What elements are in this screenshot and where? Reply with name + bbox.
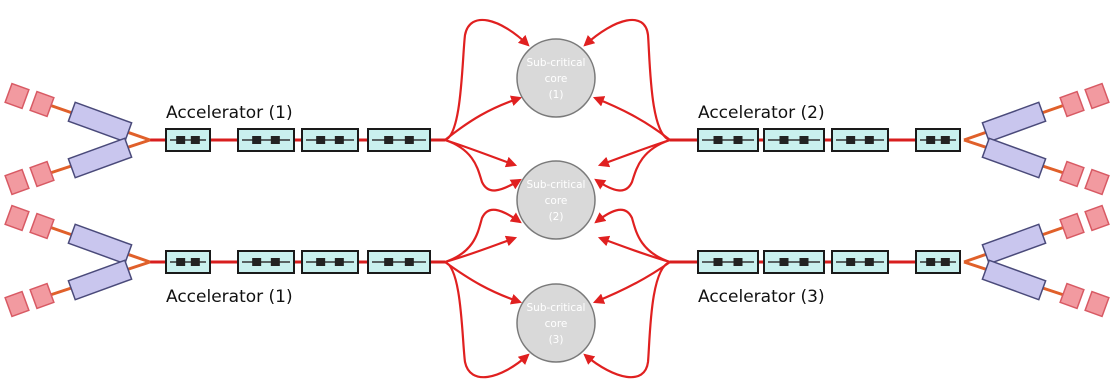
lebt-magnet (981, 101, 1047, 143)
core-label-line1: Sub-critical (527, 179, 586, 191)
ion-source (4, 204, 30, 232)
transfer-arrow (597, 138, 671, 168)
ion-source (1059, 282, 1085, 310)
core-label-line2: core (545, 195, 568, 207)
ion-source (1084, 290, 1110, 318)
cavity-cell (334, 136, 344, 144)
cavity-cell (713, 136, 723, 144)
cavity-cell (384, 136, 394, 144)
accelerator-label-upper-left: Accelerator (1) (166, 103, 293, 123)
lebt-magnet (67, 137, 133, 179)
cavity-cell (252, 136, 262, 144)
cavity-cell (733, 136, 743, 144)
cavity-cell (779, 258, 789, 266)
lebt-magnet (67, 259, 133, 301)
cavity-cell (940, 136, 950, 144)
transfer-arrow (444, 95, 523, 141)
cavity-cell (252, 258, 262, 266)
cavity-cell (316, 136, 326, 144)
injector-left-lower (4, 204, 151, 318)
cavity-cell (176, 136, 186, 144)
transfer-arrow (594, 138, 671, 192)
cavity-cell (270, 258, 280, 266)
transfer-arrow (583, 260, 671, 379)
accelerator-label-upper-right: Accelerator (2) (698, 103, 825, 123)
subcritical-core-1: Sub-critical core (1) (516, 38, 596, 118)
transfer-arrow (444, 208, 522, 264)
ion-source (4, 82, 30, 110)
ion-source (1059, 212, 1085, 240)
core-label-line2: core (545, 318, 568, 330)
cavity-cell (190, 258, 200, 266)
ion-source (4, 290, 30, 318)
core-label-line3: (1) (549, 89, 564, 101)
cavity-cell (190, 136, 200, 144)
cavity-cell (404, 136, 414, 144)
transfer-lines (444, 18, 671, 379)
ion-source (29, 160, 55, 188)
transfer-arrow (444, 235, 518, 264)
cavity-cell (846, 136, 856, 144)
cavity-cell (864, 258, 874, 266)
cavity-cell (864, 136, 874, 144)
core-circle (516, 283, 596, 363)
core-circle (516, 160, 596, 240)
lebt-magnet (981, 223, 1047, 265)
cavity-modules (165, 128, 961, 274)
lebt-magnet (981, 259, 1047, 301)
lebt-magnet (67, 101, 133, 143)
lebt-magnet (981, 137, 1047, 179)
cavity-cell (316, 258, 326, 266)
transfer-arrow (444, 18, 530, 142)
transfer-arrow (444, 260, 530, 379)
ion-source (29, 282, 55, 310)
injector-right-upper (963, 82, 1110, 196)
ion-source (4, 168, 30, 196)
ion-source (1084, 204, 1110, 232)
injector-left-upper (4, 82, 151, 196)
cavity-cell (926, 136, 936, 144)
transfer-arrow (583, 18, 671, 142)
cavity-cell (713, 258, 723, 266)
subcritical-core-2: Sub-critical core (2) (516, 160, 596, 240)
ion-source (1084, 168, 1110, 196)
cavity-cell (940, 258, 950, 266)
cavity-cell (733, 258, 743, 266)
transfer-arrow (597, 235, 671, 264)
cavity-cell (334, 258, 344, 266)
core-label-line2: core (545, 73, 568, 85)
cavity-cell (779, 136, 789, 144)
core-label-line3: (2) (549, 211, 564, 223)
lebt-magnet (67, 223, 133, 265)
subcritical-core-3: Sub-critical core (3) (516, 283, 596, 363)
cavity-cell (799, 258, 809, 266)
cavity-cell (176, 258, 186, 266)
core-label-line3: (3) (549, 334, 564, 346)
core-circle (516, 38, 596, 118)
cavity-cell (404, 258, 414, 266)
transfer-arrow (592, 261, 671, 304)
transfer-arrow (444, 261, 523, 305)
transfer-arrow (592, 96, 671, 141)
ion-source (29, 90, 55, 118)
ion-source (1059, 90, 1085, 118)
transfer-arrow (444, 138, 518, 168)
ion-source (1084, 82, 1110, 110)
cavity-cell (799, 136, 809, 144)
accelerator-label-lower-right: Accelerator (3) (698, 287, 825, 307)
cavity-cell (846, 258, 856, 266)
ion-source (1059, 160, 1085, 188)
injector-right-lower (963, 204, 1110, 318)
ion-source (29, 212, 55, 240)
core-label-line1: Sub-critical (527, 302, 586, 314)
cavity-cell (926, 258, 936, 266)
transfer-arrow (594, 208, 671, 264)
accelerator-label-lower-left: Accelerator (1) (166, 287, 293, 307)
cavity-cell (270, 136, 280, 144)
transfer-arrow (444, 138, 522, 192)
core-label-line1: Sub-critical (527, 57, 586, 69)
cavity-cell (384, 258, 394, 266)
